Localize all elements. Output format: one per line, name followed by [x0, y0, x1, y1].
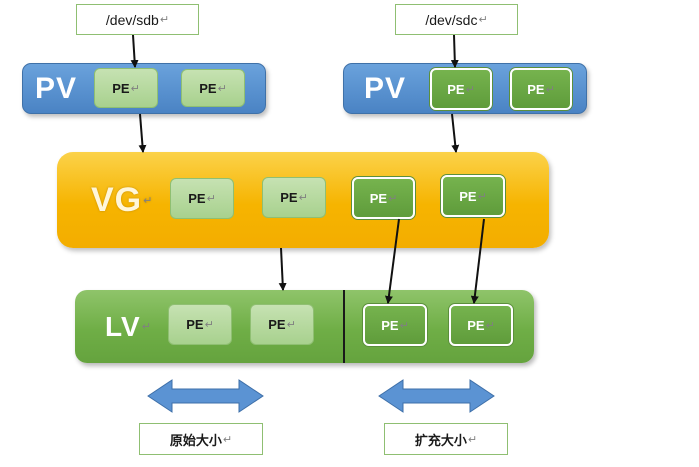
return-mark-icon: ↵: [388, 192, 398, 205]
lv-pe-3: PE↵: [363, 304, 427, 346]
return-mark-icon: ↵: [222, 432, 233, 446]
device-sdc-label: /dev/sdc: [425, 11, 478, 28]
lv-block: LV↵ PE↵ PE↵ PE↵ PE↵: [75, 290, 534, 363]
return-mark-icon: ↵: [206, 193, 216, 205]
return-mark-icon: ↵: [298, 192, 308, 204]
lv-title: LV↵: [105, 310, 152, 342]
arrow-pv-left-to-vg: [138, 113, 147, 153]
vg-title: VG↵: [91, 180, 154, 219]
pv-left-block: PV PE↵ PE↵: [22, 63, 266, 114]
return-mark-icon: ↵: [545, 83, 555, 96]
arrow-vg-to-lv: [278, 247, 287, 291]
return-mark-icon: ↵: [286, 319, 296, 331]
pv-right-pe-1: PE↵: [430, 68, 492, 110]
caption-expanded-size: 扩充大小↵: [384, 423, 508, 455]
arrow-vg-pe3-to-lv-pe3: [384, 218, 400, 304]
return-mark-icon: ↵: [204, 319, 214, 331]
pv-left-pe-1: PE↵: [94, 68, 158, 108]
return-mark-icon: ↵: [467, 432, 478, 446]
return-mark-icon: ↵: [130, 82, 140, 95]
return-mark-icon: ↵: [159, 14, 170, 26]
arrow-sdb-to-pv: [130, 34, 139, 68]
device-sdc-box: /dev/sdc↵: [395, 4, 518, 35]
device-sdb-label: /dev/sdb: [105, 11, 159, 28]
vg-pe-3: PE↵: [352, 177, 415, 219]
return-mark-icon: ↵: [141, 321, 152, 333]
double-arrow-expanded-icon: [378, 379, 495, 413]
return-mark-icon: ↵: [477, 190, 487, 203]
lv-divider: [343, 290, 345, 363]
pv-left-pe-2: PE↵: [181, 69, 245, 107]
arrow-vg-pe4-to-lv-pe4: [470, 218, 485, 304]
vg-pe-4: PE↵: [441, 175, 505, 217]
pv-right-pe-2: PE↵: [510, 68, 572, 110]
lv-pe-4: PE↵: [449, 304, 513, 346]
lv-pe-2: PE↵: [250, 304, 314, 345]
return-mark-icon: ↵: [465, 83, 475, 96]
vg-block: VG↵ PE↵ PE↵ PE↵ PE↵: [57, 152, 549, 248]
arrow-pv-right-to-vg: [451, 113, 460, 153]
return-mark-icon: ↵: [399, 319, 409, 332]
return-mark-icon: ↵: [143, 194, 154, 207]
vg-pe-1: PE↵: [170, 178, 234, 219]
pv-left-title: PV: [35, 71, 78, 105]
return-mark-icon: ↵: [217, 82, 227, 95]
pv-right-title: PV: [364, 71, 407, 105]
lv-pe-1: PE↵: [168, 304, 232, 345]
return-mark-icon: ↵: [478, 14, 488, 26]
double-arrow-original-icon: [147, 379, 264, 413]
pv-right-block: PV PE↵ PE↵: [343, 63, 587, 114]
vg-pe-2: PE↵: [262, 177, 326, 218]
arrow-sdc-to-pv: [450, 34, 459, 68]
caption-original-size: 原始大小↵: [139, 423, 263, 455]
return-mark-icon: ↵: [485, 319, 495, 332]
device-sdb-box: /dev/sdb↵: [76, 4, 199, 35]
